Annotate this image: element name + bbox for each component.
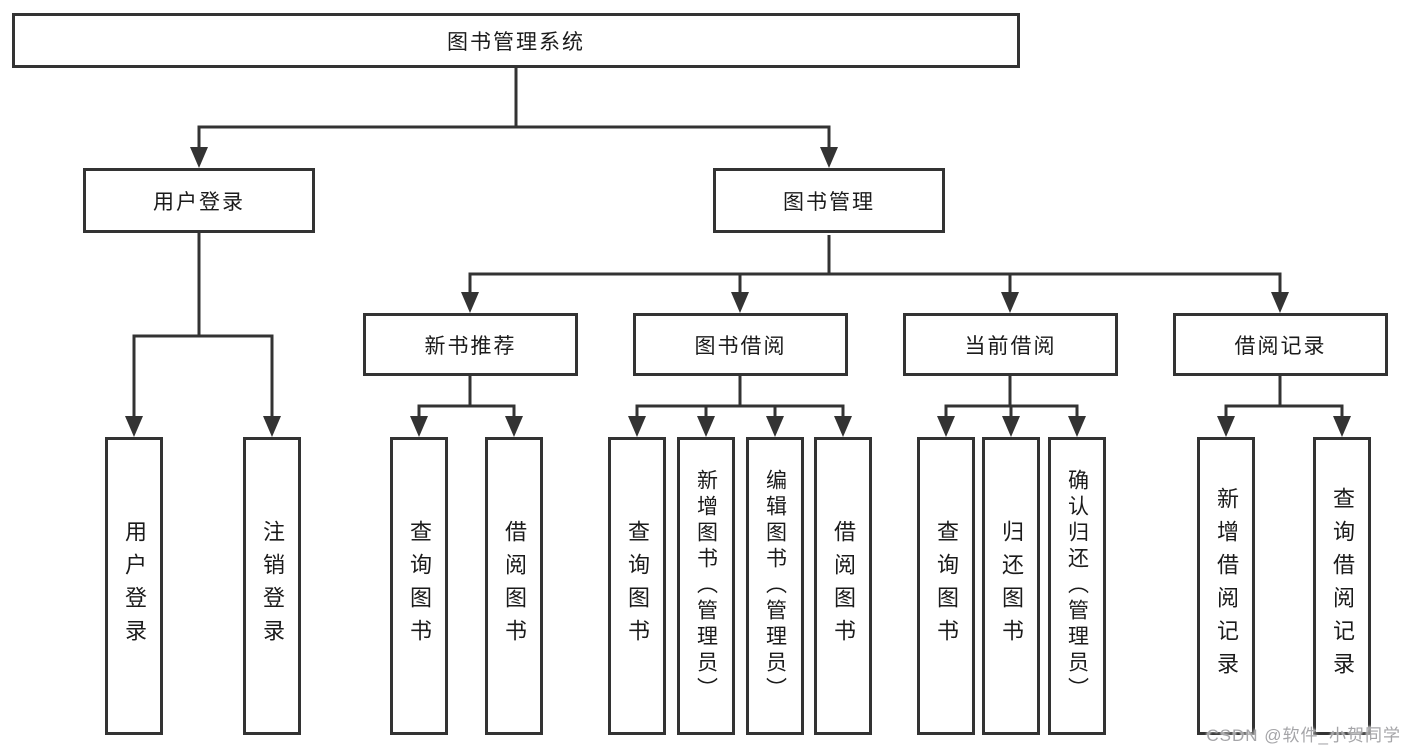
- leaf-borrow-books: 借阅图书: [814, 437, 872, 735]
- leaf-return-book-label: 归还图书: [999, 520, 1024, 652]
- leaf-confirm-return-admin-label: 确认归还（管理员）: [1065, 469, 1089, 703]
- leaf-borrow-books-label: 借阅图书: [831, 520, 856, 652]
- leaf-confirm-return-admin: 确认归还（管理员）: [1048, 437, 1106, 735]
- leaf-logout-login: 注销登录: [243, 437, 301, 735]
- leaf-query-books-recommend: 查询图书: [390, 437, 448, 735]
- leaf-logout-login-label: 注销登录: [260, 520, 285, 652]
- leaf-query-books-recommend-label: 查询图书: [407, 520, 432, 652]
- leaf-query-borrow-record: 查询借阅记录: [1313, 437, 1371, 735]
- leaf-add-borrow-record-label: 新增借阅记录: [1214, 487, 1239, 685]
- node-new-book-recommend: 新书推荐: [363, 313, 578, 376]
- node-current-borrow-label: 当前借阅: [964, 334, 1057, 358]
- leaf-query-books-current: 查询图书: [917, 437, 975, 735]
- leaf-return-book: 归还图书: [982, 437, 1040, 735]
- leaf-query-books-borrow: 查询图书: [608, 437, 666, 735]
- node-new-book-recommend-label: 新书推荐: [424, 334, 517, 358]
- node-user-login: 用户登录: [83, 168, 315, 233]
- node-book-management: 图书管理: [713, 168, 945, 233]
- leaf-edit-book-admin: 编辑图书（管理员）: [746, 437, 804, 735]
- node-library-system: 图书管理系统: [12, 13, 1020, 68]
- node-book-borrow: 图书借阅: [633, 313, 848, 376]
- leaf-borrow-books-recommend-label: 借阅图书: [502, 520, 527, 652]
- leaf-query-books-borrow-label: 查询图书: [625, 520, 650, 652]
- leaf-borrow-books-recommend: 借阅图书: [485, 437, 543, 735]
- leaf-user-login: 用户登录: [105, 437, 163, 735]
- leaf-query-books-current-label: 查询图书: [934, 520, 959, 652]
- leaf-query-borrow-record-label: 查询借阅记录: [1330, 487, 1355, 685]
- node-current-borrow: 当前借阅: [903, 313, 1118, 376]
- csdn-watermark: CSDN @软件_小贺同学: [1206, 726, 1401, 745]
- node-book-borrow-label: 图书借阅: [694, 334, 787, 358]
- leaf-edit-book-admin-label: 编辑图书（管理员）: [763, 469, 787, 703]
- leaf-add-book-admin: 新增图书（管理员）: [677, 437, 735, 735]
- leaf-add-borrow-record: 新增借阅记录: [1197, 437, 1255, 735]
- node-borrow-records: 借阅记录: [1173, 313, 1388, 376]
- node-library-system-label: 图书管理系统: [447, 30, 585, 54]
- leaf-add-book-admin-label: 新增图书（管理员）: [694, 469, 718, 703]
- leaf-user-login-label: 用户登录: [122, 520, 147, 652]
- node-user-login-label: 用户登录: [153, 190, 245, 214]
- node-borrow-records-label: 借阅记录: [1234, 334, 1327, 358]
- node-book-management-label: 图书管理: [783, 190, 875, 214]
